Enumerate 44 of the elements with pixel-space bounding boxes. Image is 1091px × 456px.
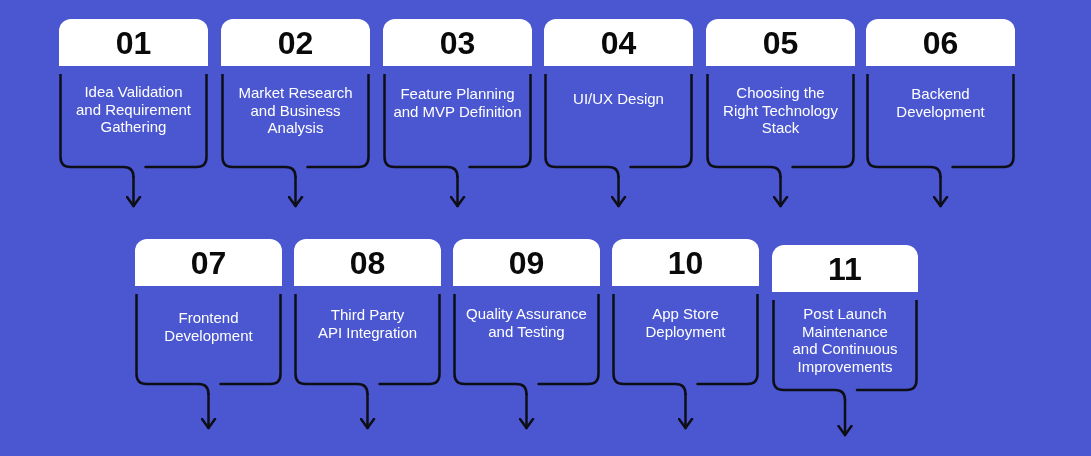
step-title: Feature Planning and MVP Definition (392, 85, 523, 120)
step-card (59, 19, 208, 178)
step-number: 06 (866, 19, 1015, 66)
step-number: 08 (294, 239, 441, 286)
arrow (677, 392, 694, 430)
step-title: Choosing the Right Technology Stack (722, 84, 839, 137)
step-title: Idea Validation and Requirement Gathering (74, 83, 193, 136)
step-number: 01 (59, 19, 208, 66)
arrow (932, 175, 949, 208)
step-card (706, 19, 855, 178)
step-card (544, 19, 693, 178)
step-card (135, 239, 282, 395)
step-card (221, 19, 370, 178)
arrow (518, 392, 535, 430)
arrow (772, 175, 789, 208)
step-title: App Store Deployment (644, 305, 727, 340)
step-title: Backend Development (895, 85, 986, 120)
step-card (866, 19, 1015, 178)
step-number: 07 (135, 239, 282, 286)
step-title: UI/UX Design (572, 90, 665, 108)
step-title: Market Research and Business Analysis (237, 84, 354, 137)
arrow (449, 175, 466, 208)
step-number: 11 (772, 245, 918, 292)
arrow (200, 392, 217, 430)
step-title: Third Party API Integration (317, 306, 418, 341)
arrow (125, 175, 142, 208)
step-card (383, 19, 532, 178)
step-number: 02 (221, 19, 370, 66)
step-title: Quality Assurance and Testing (465, 305, 588, 340)
step-title: Frontend Development (163, 309, 254, 344)
step-number: 05 (706, 19, 855, 66)
arrow (359, 392, 376, 430)
step-card (453, 239, 600, 395)
step-card (612, 239, 759, 395)
step-card (772, 245, 918, 401)
arrow (287, 175, 304, 208)
arrow (610, 175, 627, 208)
step-number: 03 (383, 19, 532, 66)
arrow (837, 398, 853, 437)
step-number: 09 (453, 239, 600, 286)
step-card (294, 239, 441, 395)
step-number: 10 (612, 239, 759, 286)
step-title: Post Launch Maintenance and Continuous Improvements (791, 305, 899, 375)
step-number: 04 (544, 19, 693, 66)
